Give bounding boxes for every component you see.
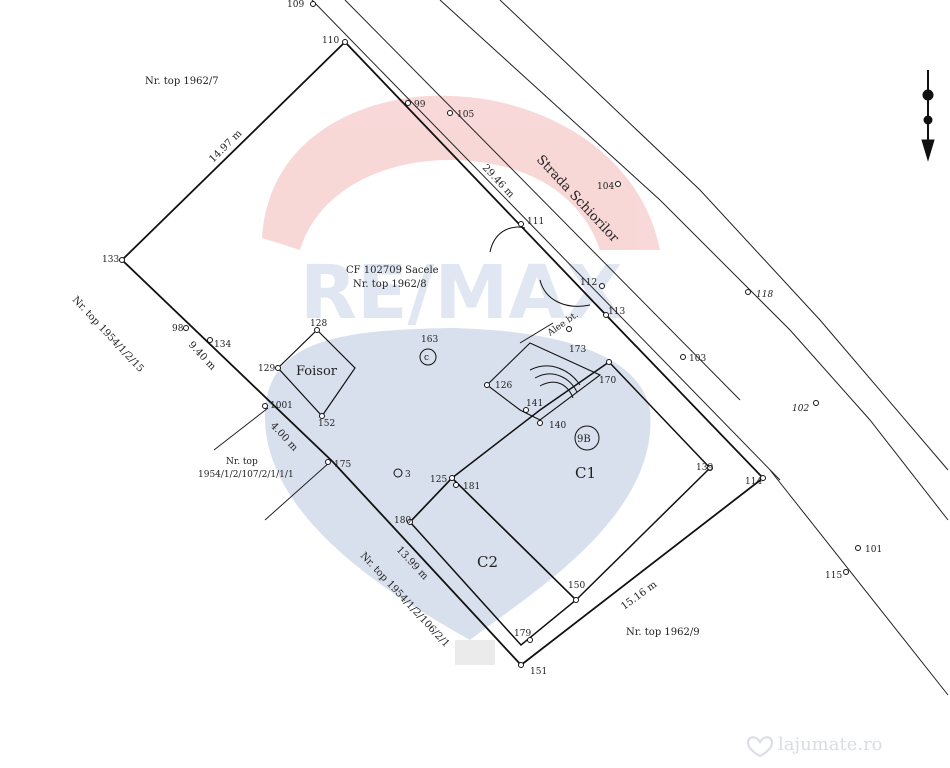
point-label-180: 180: [394, 516, 411, 526]
point-label-163: 163: [421, 335, 438, 345]
north-arrow-icon: [921, 70, 935, 162]
point-label-98: 98: [172, 324, 184, 334]
neighbor-north: Nr. top 1962/7: [145, 76, 219, 87]
neighbor-west: Nr. top 1954/1/2/15: [70, 295, 146, 375]
point-label-99: 99: [414, 100, 426, 110]
gate-arc-2: [539, 279, 591, 307]
point-label-103: 103: [689, 354, 706, 364]
lajumate-text: lajumate.ro: [778, 734, 883, 755]
plot-top-label: Nr. top 1962/8: [353, 279, 427, 290]
point-label-129: 129: [258, 364, 275, 374]
plot-cf-label: CF 102709 Sacele: [346, 265, 439, 276]
point-label-140: 140: [549, 421, 566, 431]
point-label-102: 102: [792, 404, 809, 414]
point-label-114: 114: [745, 477, 762, 487]
point-label-152: 152: [318, 419, 335, 429]
point-label-111: 111: [527, 217, 544, 227]
point-label-139: 139: [696, 463, 713, 473]
point-label-133: 133: [102, 255, 119, 265]
point-label-104: 104: [597, 182, 614, 192]
point-label-112: 112: [580, 278, 597, 288]
point-label-113: 113: [608, 307, 625, 317]
point-label-181: 181: [463, 482, 480, 492]
point-label-170: 170: [599, 376, 616, 386]
point-label-118: 118: [756, 290, 773, 300]
marker-3: [393, 468, 403, 478]
survey-points: [119, 1, 861, 668]
gate-arc-1: [489, 226, 526, 253]
lajumate-watermark: lajumate.ro: [746, 734, 883, 758]
point-label-1001: 1001: [270, 401, 293, 411]
house-number-circle: [574, 425, 600, 451]
foisor-label: Foisor: [296, 364, 338, 379]
point-label-3: 3: [405, 470, 411, 480]
point-label-110: 110: [322, 36, 339, 46]
point-label-175: 175: [334, 460, 351, 470]
watermark-brand: RE/MAX: [300, 250, 623, 336]
neighbor-southwest-line1: Nr. top: [226, 457, 258, 467]
neighbor-southwest-line2: 1954/1/2/107/2/1/1/1: [198, 470, 294, 480]
point-label-150: 150: [568, 581, 585, 591]
point-label-109: 109: [287, 0, 304, 10]
point-label-151: 151: [530, 667, 547, 677]
neighbor-southeast: Nr. top 1962/9: [626, 627, 700, 638]
point-label-125: 125: [430, 475, 447, 485]
house-number-label: 9B: [577, 434, 591, 445]
marker-163-icon: c: [424, 353, 429, 363]
building-c1-label: C1: [575, 464, 596, 482]
heart-icon: [746, 736, 774, 758]
building-divider: [409, 477, 453, 523]
point-label-134: 134: [214, 340, 231, 350]
point-label-105: 105: [457, 110, 474, 120]
point-label-173: 173: [569, 345, 586, 355]
point-label-115: 115: [825, 571, 842, 581]
point-label-126: 126: [495, 381, 512, 391]
point-label-179: 179: [514, 629, 531, 639]
building-c2-label: C2: [477, 553, 498, 571]
point-label-141: 141: [526, 399, 543, 409]
neighbor-lines: [213, 407, 331, 521]
point-label-128: 128: [310, 319, 327, 329]
watermark-basket: [455, 640, 495, 665]
watermark-balloon-red: [262, 95, 660, 250]
marker-163: [419, 348, 437, 366]
access-line: [519, 322, 554, 344]
street-edges: [311, 0, 949, 696]
point-label-101: 101: [865, 545, 882, 555]
stair-steps: [529, 365, 581, 399]
stair-block: [486, 342, 602, 421]
